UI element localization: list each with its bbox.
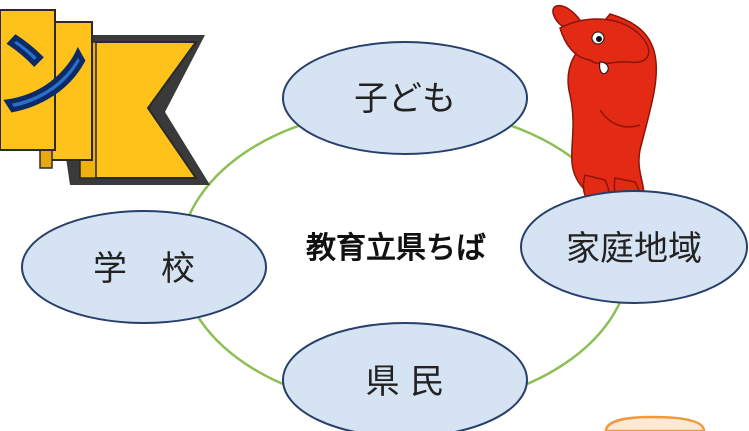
node-left: 学 校: [21, 210, 267, 324]
corner-badge-fill: [604, 415, 706, 431]
node-right-label: 家庭地域: [566, 229, 702, 269]
mascot-illustration: [552, 4, 658, 209]
banner-decoration: ン: [0, 9, 210, 185]
node-left-label: 学 校: [93, 249, 195, 289]
center-label: 教育立県ちば: [306, 231, 486, 266]
banner-glyph: ン: [0, 19, 90, 131]
node-bottom: 県 民: [282, 322, 528, 431]
node-top-label: 子ども: [354, 79, 456, 119]
node-top: 子ども: [282, 41, 528, 155]
node-bottom-label: 県 民: [366, 362, 445, 402]
node-right: 家庭地域: [520, 190, 748, 304]
